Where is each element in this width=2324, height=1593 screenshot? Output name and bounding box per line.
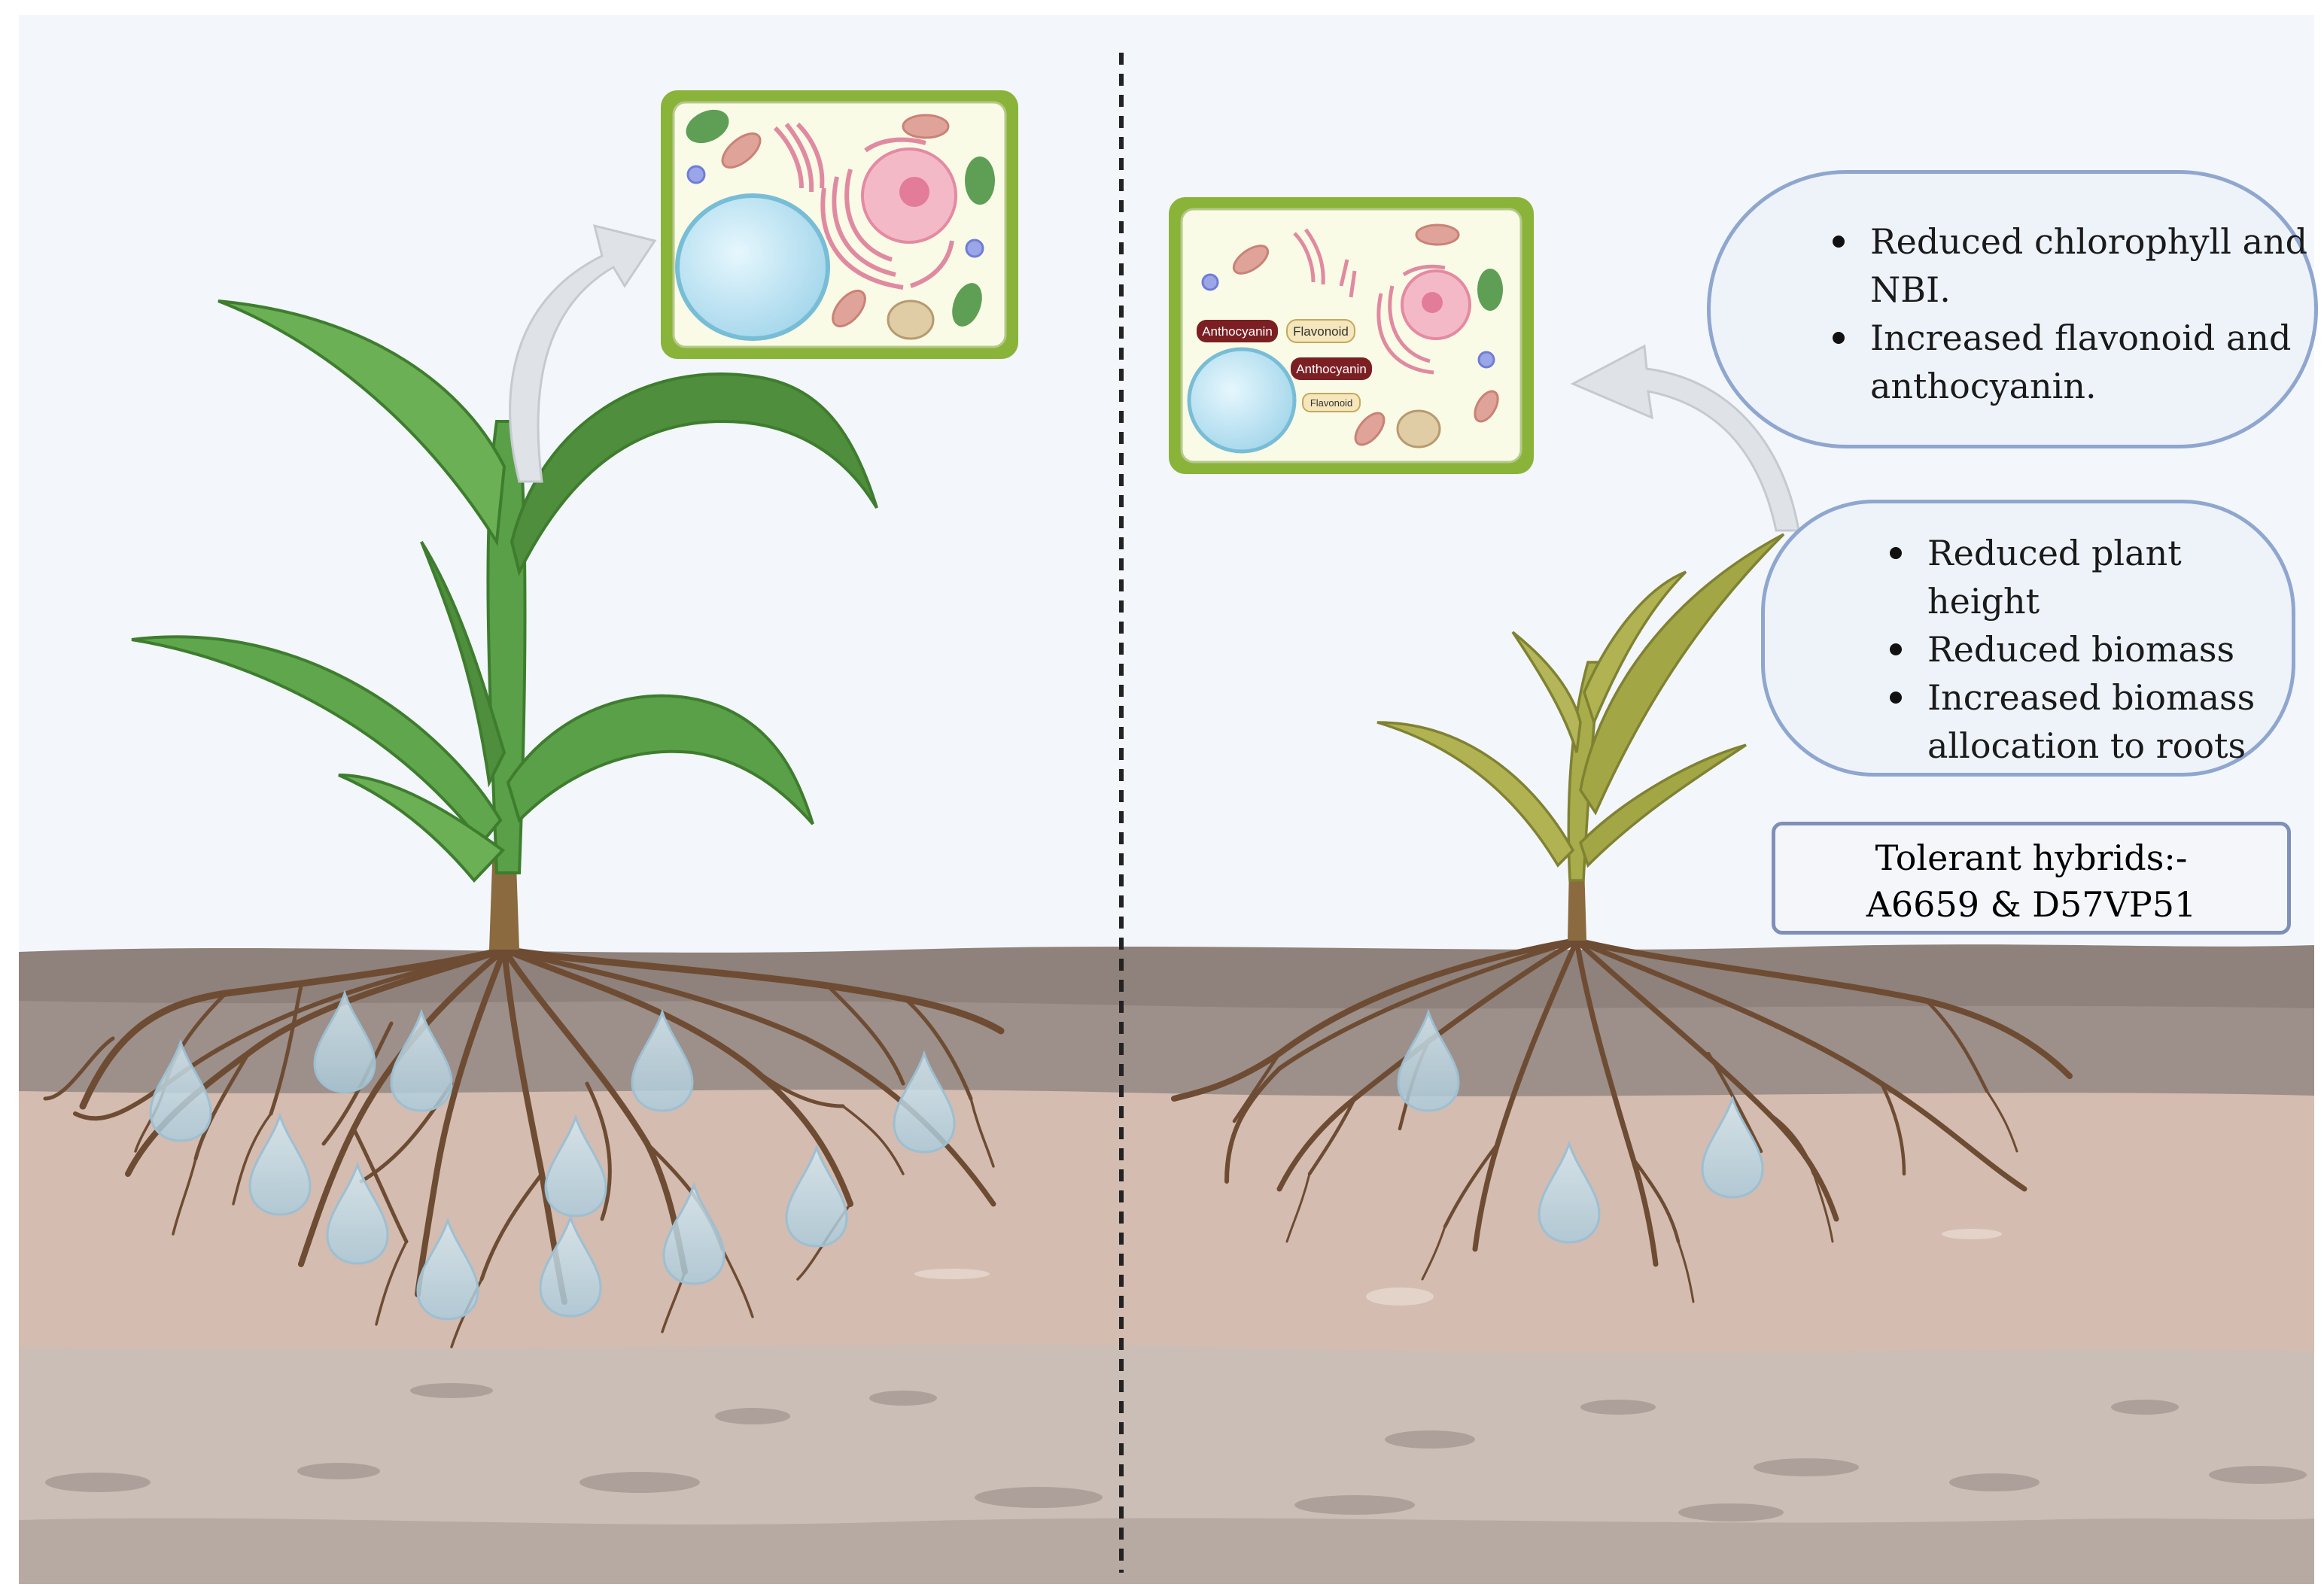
vacuole-icon [1187,347,1297,454]
arrow-to-left-cell-icon [509,223,657,483]
healthy-leaves [131,299,878,883]
tolerant-hybrids-box: Tolerant hybrids:- A6659 & D57VP51 [1772,822,2291,935]
svg-text:Anthocyanin: Anthocyanin [1296,362,1367,376]
svg-text:Flavonoid: Flavonoid [1310,397,1352,409]
stressed-roots [1171,938,2073,1303]
growth-traits-callout: Reduced plant height Reduced biomass Inc… [1761,500,2295,777]
list-item: Reduced plant height [1890,529,2292,625]
arrow-to-right-cell-icon [1570,344,1800,532]
flavonoid-tag: Flavonoid [1286,319,1355,343]
stressed-leaves [1376,533,1785,882]
growth-traits-list: Reduced plant height Reduced biomass Inc… [1875,529,2292,770]
vacuole-icon [675,193,830,341]
golgi-icon [773,122,825,193]
plant-cell-stressed-icon: Anthocyanin Flavonoid Anthocyanin Flavon… [1169,197,1534,474]
leaf-traits-list: Reduced chlorophyll and NBI. Increased f… [1818,217,2314,410]
tolerant-hybrids-heading: Tolerant hybrids:- [1875,838,2188,878]
healthy-roots [43,946,1005,1348]
svg-text:Flavonoid: Flavonoid [1293,324,1349,339]
endoplasmic-reticulum-icon [820,137,954,290]
healthy-maize-plant [43,299,1005,1348]
stressed-maize-plant [1171,533,2073,1303]
flavonoid-tag: Flavonoid [1302,393,1361,412]
leaf-traits-callout: Reduced chlorophyll and NBI. Increased f… [1707,170,2318,448]
chloroplast-icon [686,109,729,144]
list-item: Reduced biomass [1890,625,2292,673]
plant-cell-icon [661,90,1018,359]
tolerant-hybrids-names: A6659 & D57VP51 [1866,884,2197,925]
anthocyanin-tag: Anthocyanin [1197,320,1278,342]
list-item: Increased biomass allocation to roots [1890,673,2292,770]
list-item: Increased flavonoid and anthocyanin. [1833,314,2314,410]
mitochondrion-icon [721,132,762,169]
svg-text:Anthocyanin: Anthocyanin [1202,324,1273,339]
list-item: Reduced chlorophyll and NBI. [1833,217,2314,314]
chloroplast-icon [1477,269,1503,311]
anthocyanin-tag: Anthocyanin [1291,357,1372,380]
